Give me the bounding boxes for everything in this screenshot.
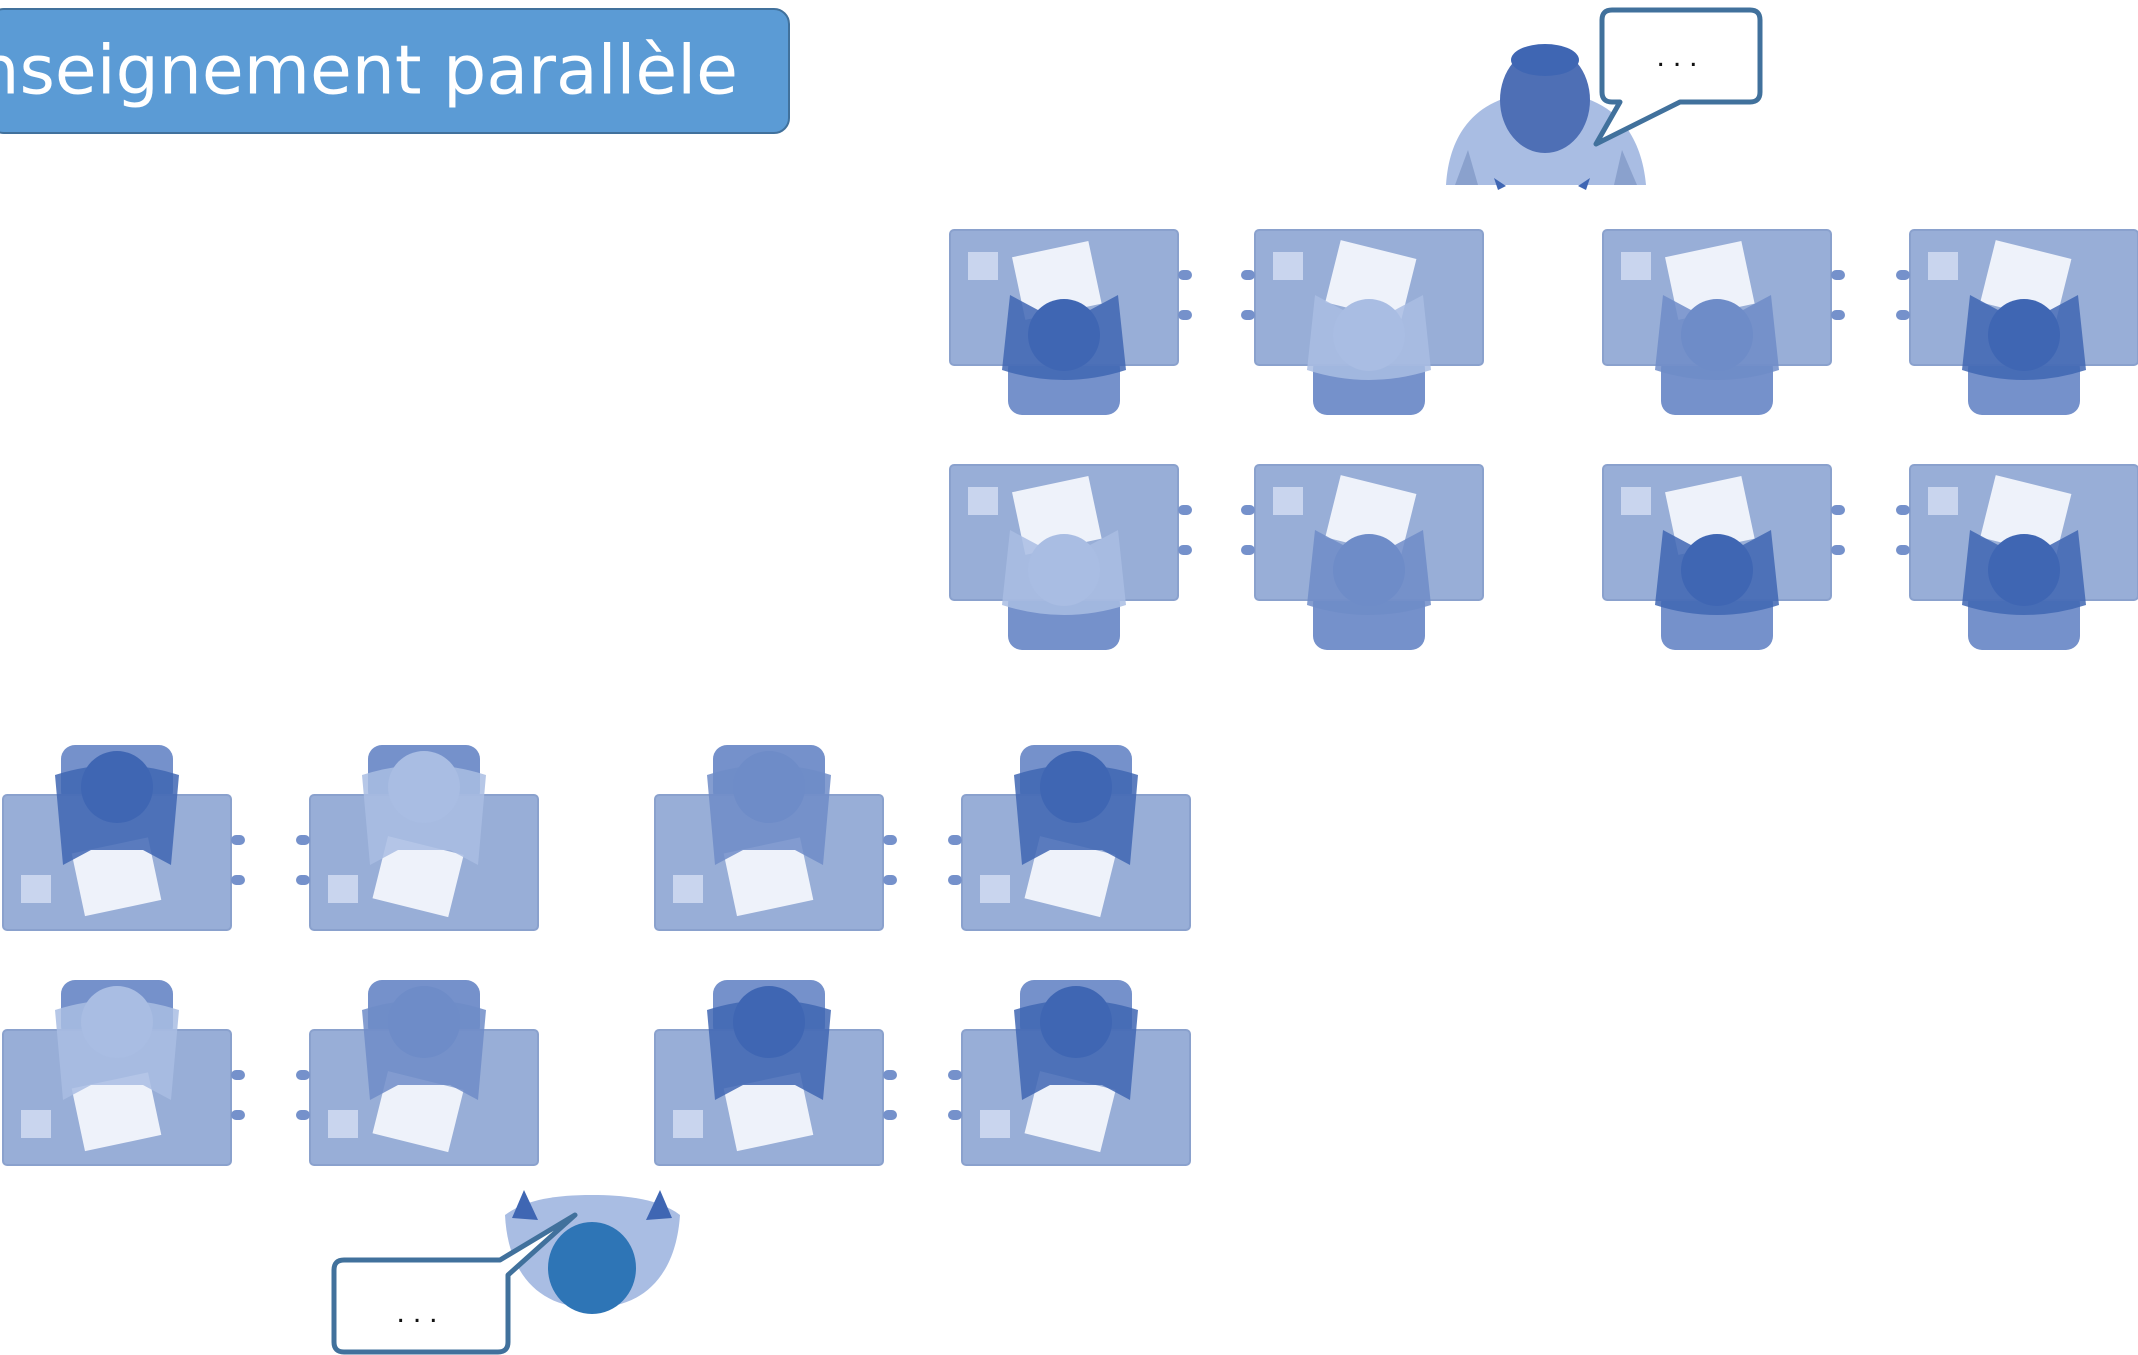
paper [1012, 241, 1102, 320]
student-desk [296, 980, 539, 1166]
sticky-note [1273, 252, 1303, 280]
paper [1665, 476, 1755, 555]
student-desk [948, 980, 1191, 1166]
student-head [1988, 534, 2060, 606]
teacher-top-arm-left [1455, 150, 1478, 185]
teacher-top-arm-right [1614, 150, 1637, 185]
student-head [1040, 986, 1112, 1058]
student-desk [1602, 229, 1845, 415]
title-banner: nseignement parallèle [0, 8, 790, 134]
desk-layer [2, 229, 2138, 1166]
teacher-top-foot-right [1578, 178, 1590, 190]
paper [1980, 240, 2072, 322]
student-desk [1241, 229, 1484, 415]
teacher-top [1446, 44, 1646, 190]
student-head [388, 986, 460, 1058]
student-head [1028, 299, 1100, 371]
teacher-top-foot-left [1494, 178, 1506, 190]
student-desk [1896, 464, 2138, 650]
teacher-bottom [505, 1190, 680, 1314]
student-desk [948, 745, 1191, 931]
sticky-note [980, 1110, 1010, 1138]
title-text: nseignement parallèle [0, 31, 738, 111]
student-head [733, 751, 805, 823]
paper [71, 1072, 162, 1152]
student-head [81, 751, 153, 823]
teacher-bottom-shoulder-right [646, 1190, 672, 1220]
sticky-note [21, 1110, 51, 1138]
paper [1325, 240, 1417, 322]
student-desk [949, 464, 1192, 650]
teacher-top-hair [1511, 44, 1579, 76]
student-desk [2, 980, 245, 1166]
student-head [1988, 299, 2060, 371]
student-desk [1602, 464, 1845, 650]
sticky-note [1928, 252, 1958, 280]
paper [372, 836, 464, 918]
student-head [1333, 299, 1405, 371]
student-head [1333, 534, 1405, 606]
paper [1024, 1071, 1116, 1153]
teacher-bottom-head [548, 1222, 636, 1314]
paper [372, 1071, 464, 1153]
teacher-top-head [1500, 47, 1590, 153]
paper [1980, 475, 2072, 557]
paper [1665, 241, 1755, 320]
sticky-note [1621, 252, 1651, 280]
paper [1325, 475, 1417, 557]
sticky-note [1928, 487, 1958, 515]
student-head [1028, 534, 1100, 606]
paper [723, 837, 814, 917]
student-head [1681, 534, 1753, 606]
student-head [81, 986, 153, 1058]
speech-bubble-bottom-text: ... [396, 1296, 445, 1329]
student-desk [654, 980, 897, 1166]
sticky-note [328, 875, 358, 903]
paper [71, 837, 162, 917]
student-head [733, 986, 805, 1058]
sticky-note [968, 487, 998, 515]
teacher-bottom-shoulder-left [512, 1190, 538, 1220]
student-desk [296, 745, 539, 931]
sticky-note [968, 252, 998, 280]
student-desk [2, 745, 245, 931]
student-desk [1241, 464, 1484, 650]
sticky-note [21, 875, 51, 903]
student-head [1040, 751, 1112, 823]
student-desk [654, 745, 897, 931]
speech-bubble-top-text: ... [1656, 40, 1705, 73]
speech-bubble-bottom: ... [331, 1212, 578, 1355]
student-desk [949, 229, 1192, 415]
paper [1012, 476, 1102, 555]
paper [723, 1072, 814, 1152]
sticky-note [328, 1110, 358, 1138]
student-head [388, 751, 460, 823]
speech-bubble-top: ... [1593, 7, 1763, 147]
student-desk [1896, 229, 2138, 415]
sticky-note [673, 1110, 703, 1138]
sticky-note [1621, 487, 1651, 515]
student-head [1681, 299, 1753, 371]
sticky-note [980, 875, 1010, 903]
sticky-note [673, 875, 703, 903]
paper [1024, 836, 1116, 918]
sticky-note [1273, 487, 1303, 515]
